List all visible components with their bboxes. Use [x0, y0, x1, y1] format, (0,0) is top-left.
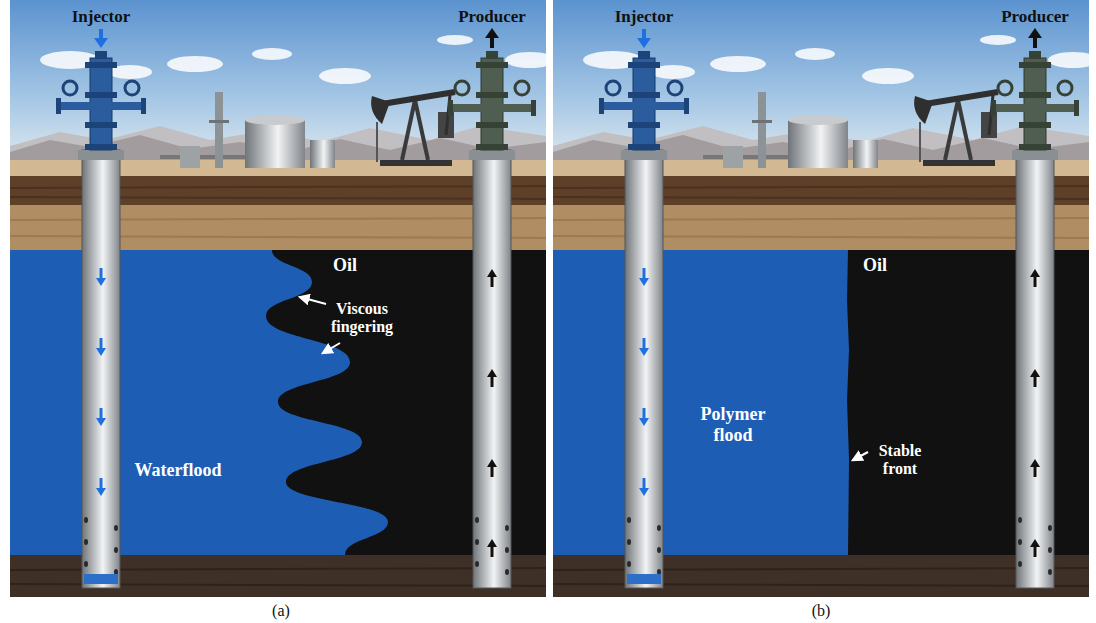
well-label-holder: Injector: [72, 7, 131, 27]
panel-letter-holder: (a): [272, 602, 290, 620]
panel-waterflood: [10, 0, 546, 597]
callout-label-holder: Viscous fingering: [320, 300, 404, 337]
callout-label: Stable front: [869, 442, 931, 479]
well-label-holder: Injector: [615, 7, 674, 27]
callout-label: Viscous fingering: [320, 300, 404, 337]
fluid-label: Oil: [863, 255, 887, 276]
well-label: Injector: [72, 7, 131, 27]
fluid-label-holder: Waterflood: [135, 460, 222, 481]
well-label-holder: Producer: [458, 7, 526, 27]
polymer-flood-region: [553, 250, 849, 555]
panel-polymer-flood: [599, 28, 1079, 588]
callout-label-holder: Stable front: [869, 442, 931, 479]
panel-waterflood: [10, 0, 546, 597]
leader-arrow: [323, 343, 340, 353]
well-label-holder: Producer: [1001, 7, 1069, 27]
panel-polymer-flood: [553, 0, 1089, 597]
panel-letter: (a): [272, 602, 290, 620]
waterflood-region: [10, 250, 388, 555]
leader-arrow: [853, 452, 868, 460]
fluid-label-holder: Oil: [863, 255, 887, 276]
fluid-label: Oil: [333, 255, 357, 276]
panel-letter-holder: (b): [812, 602, 831, 620]
well-label: Producer: [1001, 7, 1069, 27]
panel-polymer-flood: [553, 0, 1089, 597]
fluid-label: Waterflood: [135, 460, 222, 481]
panel-letter: (b): [812, 602, 831, 620]
leader-arrow: [300, 297, 326, 304]
fluid-label-holder: Oil: [333, 255, 357, 276]
well-label: Injector: [615, 7, 674, 27]
fluid-label-holder: Polymer flood: [693, 404, 773, 445]
panel-waterflood: [56, 28, 536, 588]
well-label: Producer: [458, 7, 526, 27]
fluid-label: Polymer flood: [693, 404, 773, 445]
